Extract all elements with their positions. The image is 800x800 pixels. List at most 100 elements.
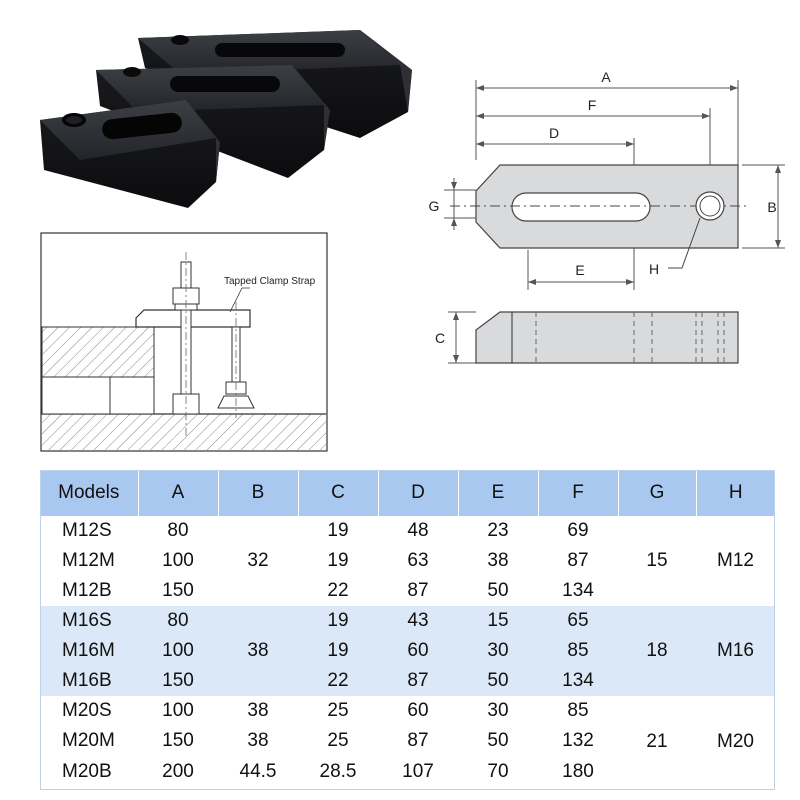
cell-model: M12B — [62, 580, 112, 601]
cell-a: 100 — [162, 700, 194, 721]
cell-c: 28.5 — [319, 760, 357, 782]
cell-a: 200 — [162, 760, 194, 782]
header-c: C — [297, 470, 378, 516]
table-row: M12S 80 32 19 48 23 69 15 M12 — [40, 516, 775, 571]
cell-e: 23 — [487, 520, 509, 541]
cell-f: 85 — [538, 636, 618, 666]
cell-b: 38 — [247, 700, 269, 721]
cell-g: 18 — [618, 606, 696, 696]
cell-f: 85 — [567, 700, 589, 721]
cell-model: M20B — [62, 760, 112, 782]
cell-b: 38 — [247, 730, 269, 751]
cell-d: 87 — [407, 730, 429, 751]
cell-f: 180 — [562, 760, 594, 782]
table-row: M16B 150 22 87 50 134 — [40, 666, 775, 696]
cell-f: 69 — [567, 520, 589, 541]
cell-e: 38 — [487, 550, 509, 571]
cell-model: M16B — [40, 666, 138, 696]
dim-label-d: D — [549, 125, 559, 141]
cell-b: 38 — [218, 606, 298, 696]
cell-h: M12 — [717, 550, 754, 571]
cell-a: 100 — [162, 550, 194, 571]
cell-b: 32 — [247, 550, 269, 571]
table-row: M16S 80 38 19 43 15 65 18 M16 — [40, 606, 775, 696]
cell-model: M12S — [62, 520, 112, 541]
dimension-drawing: A F D G B E H C — [429, 69, 785, 364]
dim-label-g: G — [429, 198, 440, 214]
header-a: A — [137, 470, 218, 516]
table-row: M20B 200 44.5 28.5 107 70 180 — [40, 756, 775, 787]
cell-c: 19 — [327, 550, 349, 571]
cell-f: 87 — [567, 550, 589, 571]
cell-model: M20S — [62, 700, 112, 721]
cell-d: 87 — [378, 666, 458, 696]
cell-model: M20M — [62, 730, 115, 751]
cell-a: 80 — [138, 606, 218, 636]
cell-f: 134 — [562, 580, 594, 601]
callout-label: Tapped Clamp Strap — [224, 276, 316, 287]
cell-f: 132 — [562, 730, 594, 751]
cell-c: 19 — [298, 606, 378, 636]
cell-c: 25 — [327, 730, 349, 751]
cell-c: 19 — [298, 636, 378, 666]
cell-e: 70 — [487, 760, 509, 782]
dim-label-a: A — [601, 69, 611, 85]
dim-label-b: B — [767, 199, 776, 215]
clamp-straps-photo — [40, 30, 412, 208]
dim-label-h: H — [649, 261, 659, 277]
header-models: Models — [40, 470, 138, 516]
dim-label-f: F — [588, 97, 597, 113]
cell-h: M16 — [696, 606, 775, 696]
cell-c: 19 — [327, 520, 349, 541]
cell-e: 30 — [458, 636, 538, 666]
table-header-row: Models A B C D E F G H — [40, 470, 775, 516]
cell-b: 44.5 — [239, 760, 277, 782]
dim-label-c: C — [435, 330, 445, 346]
dim-label-e: E — [575, 262, 584, 278]
cell-e: 50 — [487, 730, 509, 751]
cell-d: 48 — [407, 520, 429, 541]
cell-a: 80 — [167, 520, 189, 541]
table-row: M20S 100 38 25 60 30 85 21 M20 — [40, 696, 775, 752]
cell-d: 107 — [402, 760, 434, 782]
cell-d: 87 — [407, 580, 429, 601]
cell-g: 21 — [646, 730, 668, 752]
cell-e: 30 — [487, 700, 509, 721]
cell-d: 60 — [378, 636, 458, 666]
cell-d: 63 — [407, 550, 429, 571]
cell-c: 25 — [327, 700, 349, 721]
cell-a: 150 — [162, 580, 194, 601]
cell-a: 150 — [162, 730, 194, 751]
header-f: F — [537, 470, 618, 516]
cell-d: 43 — [378, 606, 458, 636]
table-row: M12M 100 19 63 38 87 — [40, 546, 775, 576]
application-drawing: Tapped Clamp Strap — [40, 232, 328, 452]
header-e: E — [457, 470, 538, 516]
cell-e: 50 — [458, 666, 538, 696]
cell-a: 150 — [138, 666, 218, 696]
header-g: G — [617, 470, 696, 516]
table-row: M16M 100 19 60 30 85 — [40, 636, 775, 666]
table-row: M12B 150 22 87 50 134 — [40, 576, 775, 606]
cell-c: 22 — [327, 580, 349, 601]
cell-e: 15 — [458, 606, 538, 636]
cell-d: 60 — [407, 700, 429, 721]
cell-model: M16S — [40, 606, 138, 636]
cell-h: M20 — [717, 730, 754, 752]
cell-model: M16M — [40, 636, 138, 666]
strap-small — [40, 100, 220, 208]
header-b: B — [217, 470, 298, 516]
cell-e: 50 — [487, 580, 509, 601]
cell-a: 100 — [138, 636, 218, 666]
strap-medium — [96, 65, 330, 178]
cell-c: 22 — [298, 666, 378, 696]
cell-f: 134 — [538, 666, 618, 696]
header-h: H — [695, 470, 775, 516]
cell-g: 15 — [646, 550, 668, 571]
spec-table-grid: Models A B C D E F G H M12S 80 32 19 48 … — [40, 470, 775, 787]
cell-f: 65 — [538, 606, 618, 636]
table-row: M20M 150 38 25 87 50 132 — [40, 726, 775, 756]
spec-table: Models A B C D E F G H M12S 80 32 19 48 … — [40, 470, 775, 790]
header-d: D — [377, 470, 458, 516]
cell-model: M12M — [62, 550, 115, 571]
